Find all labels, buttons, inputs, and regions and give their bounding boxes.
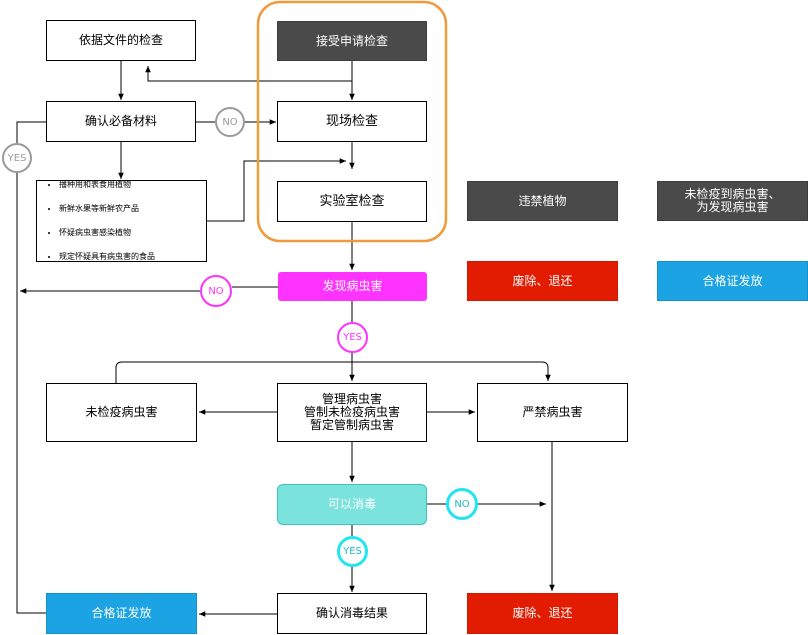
decision-no-pest: NO (200, 275, 232, 307)
node-certificate-bottom: 合格证发放 (46, 593, 197, 634)
node-destroy-return-top: 废除、退还 (467, 261, 618, 301)
edge-notes-to-lab (207, 158, 346, 222)
node-doc-check: 依据文件的检查 (46, 20, 196, 61)
node-unquarantined-pests: 未检疫到病虫害、 为发现病虫害 (657, 181, 808, 221)
edge-accept-to-doc (145, 61, 353, 82)
decision-no-materials: NO (215, 107, 245, 137)
decision-yes-disinfect: YES (337, 536, 368, 567)
highlight-frame (256, 0, 448, 243)
node-certificate-top: 合格证发放 (657, 261, 808, 301)
node-banned-plants: 违禁植物 (467, 181, 618, 221)
notes-item: 怀疑病虫害感染植物 (59, 227, 155, 239)
edge-yes-to-certificate (16, 172, 46, 614)
node-strictly-banned-pest: 严禁病虫害 (477, 383, 628, 442)
notes-item: 新鲜水果等新鲜农产品 (59, 203, 155, 215)
decision-no-disinfect: NO (446, 488, 478, 520)
node-destroy-return-bottom: 废除、退还 (467, 593, 618, 634)
node-unquarantined-pest: 未检疫病虫害 (46, 383, 197, 442)
node-managed-pests: 管理病虫害 管制未检疫病虫害 暂定管制病虫害 (277, 383, 427, 442)
node-confirm-materials: 确认必备材料 (46, 101, 196, 142)
node-site-inspection: 现场检查 (277, 101, 427, 142)
edge-top-arc (115, 361, 551, 383)
node-pest-found: 发现病虫害 (278, 272, 427, 301)
node-accept-request: 接受申请检查 (277, 21, 427, 61)
notes-list: 播种用和表食用植物 新鲜水果等新鲜农产品 怀疑病虫害感染植物 规定怀疑具有病虫害… (37, 167, 155, 275)
notes-item: 规定怀疑具有病虫害的食品 (59, 251, 155, 263)
decision-yes-materials: YES (2, 143, 32, 173)
node-lab-inspection: 实验室检查 (277, 181, 427, 222)
node-can-disinfect: 可以消毒 (277, 484, 427, 525)
notes-item: 播种用和表食用植物 (59, 179, 155, 191)
decision-yes-pest: YES (337, 322, 368, 353)
node-notes: 播种用和表食用植物 新鲜水果等新鲜农产品 怀疑病虫害感染植物 规定怀疑具有病虫害… (36, 180, 207, 262)
node-confirm-disinfection: 确认消毒结果 (277, 593, 427, 634)
edge-confirm-to-yes (16, 121, 46, 143)
